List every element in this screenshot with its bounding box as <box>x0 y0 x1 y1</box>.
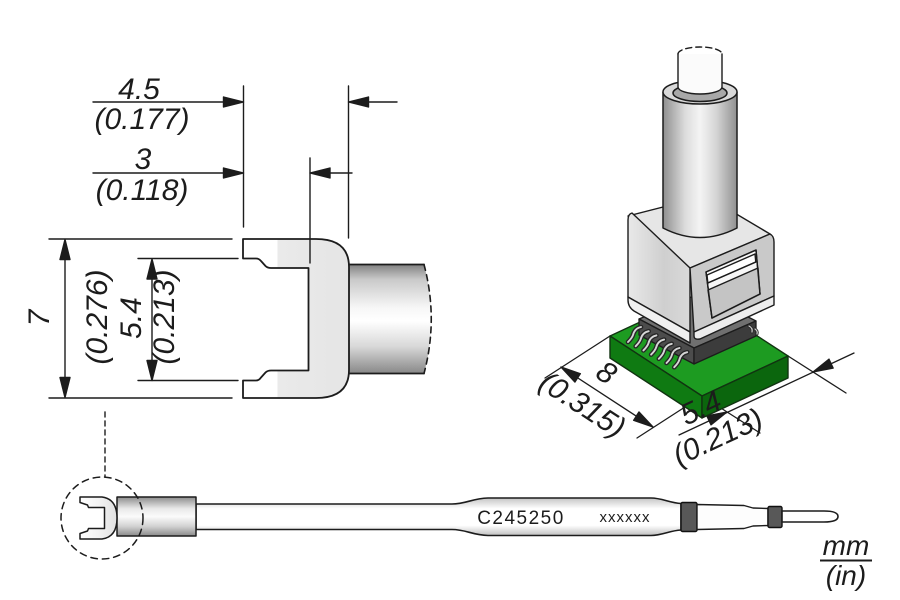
units-secondary: (in) <box>826 560 866 591</box>
rear-band-1 <box>680 501 698 533</box>
cylinder-body <box>662 91 738 239</box>
units-primary: mm <box>823 530 870 561</box>
units-legend: mm (in) <box>820 530 872 591</box>
cartridge-batch-label: xxxxxx <box>600 509 651 526</box>
front-view-drawing: 4.5 (0.177) 3 (0.118) 7 (0.276) 5.4 (0.2… <box>23 73 432 399</box>
dim-mouth-height-mm: 5.4 <box>115 297 148 339</box>
iso-dim-length-in: (0.315) <box>533 365 631 444</box>
inner-shaft-break-line <box>677 46 723 55</box>
inner-shaft <box>677 53 723 95</box>
dim-overall-width-mm: 4.5 <box>118 73 160 106</box>
dim-mouth-height-in: (0.213) <box>148 269 181 364</box>
heater-cylinder <box>662 46 738 239</box>
detail-circle <box>60 476 144 560</box>
dim-inner-depth-mm: 3 <box>135 143 152 176</box>
iso-dim-length-mm: 8 <box>590 355 622 392</box>
rear-contact-pin <box>781 510 839 523</box>
hood-tunnel-opening <box>705 249 761 319</box>
cartridge-side-view: C245250 xxxxxx <box>60 411 839 560</box>
pcb-side-face <box>701 355 789 419</box>
front-view-dimension-lines <box>48 85 398 399</box>
hood-right-rim <box>693 295 775 340</box>
tip-fork-profile <box>79 496 118 540</box>
cartridge-model-label: C245250 <box>477 508 565 529</box>
cylinder-break-line <box>423 263 432 375</box>
chip-leads <box>625 324 759 370</box>
tunnel-tip-section <box>242 238 350 399</box>
hood <box>627 212 775 344</box>
dim-inner-depth-in: (0.118) <box>96 174 189 207</box>
rear-band-2 <box>767 505 783 529</box>
tip-shaft-cylinder <box>349 264 432 374</box>
dim-outer-height-mm: 7 <box>23 308 56 326</box>
chip-side-face <box>693 320 757 365</box>
rear-sleeve <box>696 503 769 531</box>
iso-view-drawing: 8 (0.315) 5.4 (0.213) <box>533 46 855 472</box>
iso-dimension-lines <box>544 335 855 439</box>
hood-front-rim <box>627 296 691 344</box>
dim-outer-height-in: (0.276) <box>81 269 114 364</box>
tip-collar <box>116 496 197 537</box>
dim-overall-width-in: (0.177) <box>94 103 189 136</box>
